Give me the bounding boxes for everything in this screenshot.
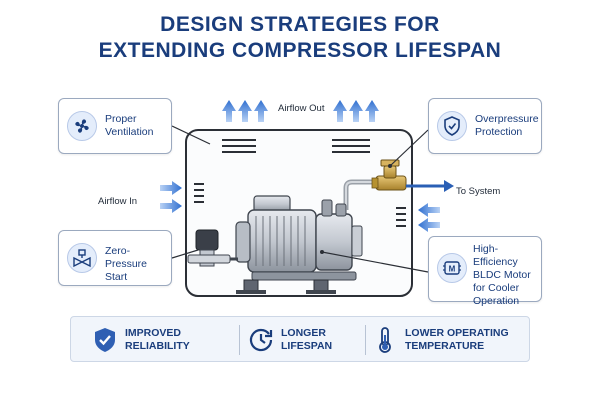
leader-bldc xyxy=(321,251,429,273)
leader-overpressure xyxy=(389,129,429,167)
leader-ventilation xyxy=(171,125,211,145)
airflow-out-label: Airflow Out xyxy=(278,103,325,114)
to-system-arrowhead xyxy=(444,180,454,192)
benefits-bar: IMPROVED RELIABILITY LONGER LIFESPAN LOW… xyxy=(70,316,530,362)
title-line-2: EXTENDING COMPRESSOR LIFESPAN xyxy=(98,39,502,62)
svg-text:M: M xyxy=(449,265,456,274)
vent-left xyxy=(194,183,204,203)
fan-icon xyxy=(67,111,97,141)
zero-pressure-callout: Zero-Pressure Start xyxy=(58,230,172,286)
ventilation-label: Proper Ventilation xyxy=(105,113,154,138)
bldc-label: High-Efficiency BLDC Motor for Cooler Op… xyxy=(473,243,531,307)
compressor xyxy=(235,195,363,294)
benefit-label: IMPROVED RELIABILITY xyxy=(125,327,190,352)
thermometer-icon xyxy=(371,326,399,354)
benefit-lifespan: LONGER LIFESPAN xyxy=(247,317,377,363)
vent-top-left xyxy=(222,139,256,153)
shield-check-icon xyxy=(91,326,119,354)
overpressure-callout: Overpressure Protection xyxy=(428,98,542,154)
airflow-out-arrows xyxy=(222,100,379,122)
leader-zero-pressure xyxy=(171,249,199,259)
shield-check-icon xyxy=(437,111,467,141)
ventilation-callout: Proper Ventilation xyxy=(58,98,172,154)
overpressure-label: Overpressure Protection xyxy=(475,113,539,138)
title-line-1: DESIGN STRATEGIES FOR xyxy=(160,13,440,36)
solenoid-valve xyxy=(187,229,238,267)
airflow-in-arrows xyxy=(160,181,182,213)
benefit-temperature: LOWER OPERATING TEMPERATURE xyxy=(371,317,521,363)
benefit-label: LONGER LIFESPAN xyxy=(281,327,333,352)
bldc-callout: M High-Efficiency BLDC Motor for Cooler … xyxy=(428,236,542,307)
valve-icon xyxy=(67,243,97,273)
airflow-in-label: Airflow In xyxy=(98,196,138,207)
to-system-label: To System xyxy=(456,186,501,197)
vent-right xyxy=(396,207,406,227)
zero-pressure-label: Zero-Pressure Start xyxy=(105,245,148,283)
vent-top-right xyxy=(332,139,370,153)
motor-icon: M xyxy=(437,253,467,283)
benefit-reliability: IMPROVED RELIABILITY xyxy=(91,317,231,363)
benefit-label: LOWER OPERATING TEMPERATURE xyxy=(405,327,509,352)
divider xyxy=(365,325,366,355)
clock-icon xyxy=(247,326,275,354)
airflow-right-arrows xyxy=(418,203,440,232)
divider xyxy=(239,325,240,355)
